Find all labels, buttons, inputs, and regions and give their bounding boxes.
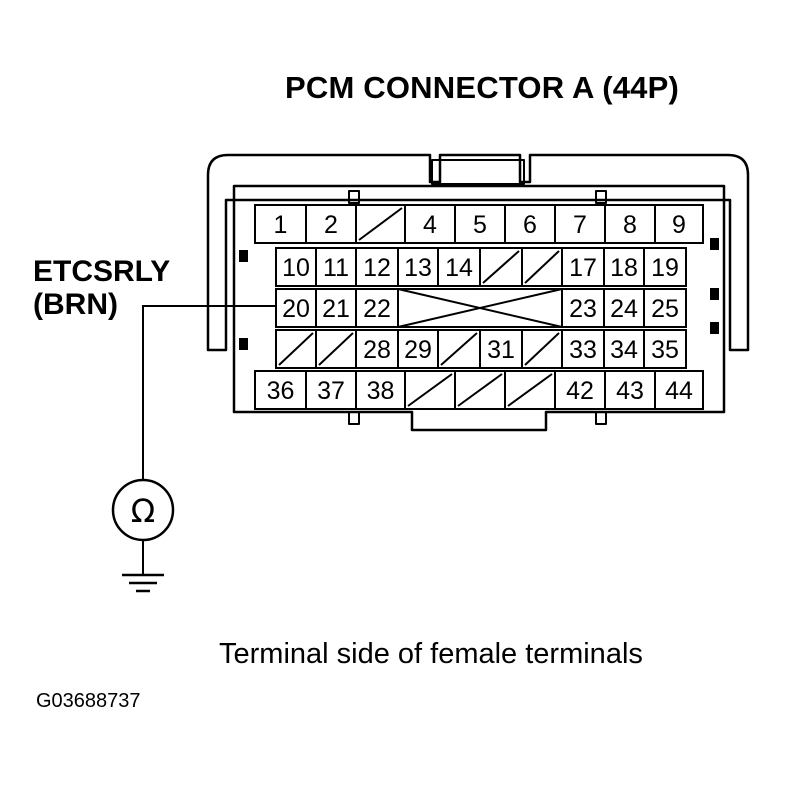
blank-slash [318, 332, 354, 366]
connector-outer-shell [206, 153, 750, 352]
blank-slash [457, 373, 503, 407]
guide-peg [348, 411, 360, 425]
terminal-number: 4 [423, 211, 437, 239]
terminal-number: 17 [569, 254, 597, 282]
terminal-number: 1 [274, 211, 288, 239]
blocked-cross [397, 288, 563, 328]
terminal-number: 43 [616, 377, 644, 405]
terminal-number: 23 [569, 295, 597, 323]
terminal-number: 36 [267, 377, 295, 405]
terminal-number: 29 [404, 336, 432, 364]
terminal-number: 9 [672, 211, 686, 239]
terminal-number: 37 [317, 377, 345, 405]
guide-peg [348, 190, 360, 204]
terminal-cell [643, 288, 687, 328]
guide-peg [595, 190, 607, 204]
terminal-number: 18 [610, 254, 638, 282]
terminal-cell [643, 247, 687, 287]
guide-peg [595, 411, 607, 425]
terminal-number: 42 [566, 377, 594, 405]
figure-code: G03688737 [36, 690, 141, 712]
terminal-number: 22 [363, 295, 391, 323]
terminal-number: 24 [610, 295, 638, 323]
terminal-number: 21 [322, 295, 350, 323]
terminal-cell [643, 329, 687, 369]
blank-slash [482, 250, 520, 284]
blank-slash [440, 332, 478, 366]
terminal-number: 7 [573, 211, 587, 239]
blank-slash [358, 207, 403, 241]
blank-slash [507, 373, 553, 407]
blank-slash [407, 373, 453, 407]
blank-slash [278, 332, 314, 366]
ohm-label: Ω [131, 492, 155, 530]
terminal-number: 33 [569, 336, 597, 364]
terminal-number: 38 [367, 377, 395, 405]
terminal-number: 5 [473, 211, 487, 239]
wire-color: (BRN) [33, 288, 118, 321]
terminal-cell [654, 204, 704, 244]
terminal-number: 12 [363, 254, 391, 282]
terminal-number: 35 [651, 336, 679, 364]
terminal-number: 19 [651, 254, 679, 282]
terminal-number: 14 [445, 254, 473, 282]
terminal-number: 31 [487, 336, 515, 364]
lock-tab [710, 322, 719, 334]
terminal-number: 10 [282, 254, 310, 282]
blank-slash [524, 332, 560, 366]
terminal-number: 13 [404, 254, 432, 282]
connector-housing [232, 184, 726, 432]
lock-tab [710, 288, 719, 300]
terminal-number: 34 [610, 336, 638, 364]
terminal-number: 11 [323, 254, 349, 282]
terminal-number: 2 [324, 211, 338, 239]
connector-title: PCM CONNECTOR A (44P) [284, 70, 680, 105]
terminal-number: 28 [363, 336, 391, 364]
terminal-number: 25 [651, 295, 679, 323]
test-lead-wire [142, 305, 276, 480]
terminal-number-probed: 20 [282, 295, 310, 323]
lock-tab [239, 250, 248, 262]
terminal-number: 6 [523, 211, 537, 239]
terminal-number: 44 [665, 377, 693, 405]
view-caption: Terminal side of female terminals [219, 638, 643, 670]
top-latch [431, 159, 525, 185]
terminal-number: 8 [623, 211, 637, 239]
signal-name: ETCSRLY [33, 255, 171, 288]
lock-tab [239, 338, 248, 350]
terminal-cell [654, 370, 704, 410]
blank-slash [524, 250, 560, 284]
lock-tab [710, 238, 719, 250]
